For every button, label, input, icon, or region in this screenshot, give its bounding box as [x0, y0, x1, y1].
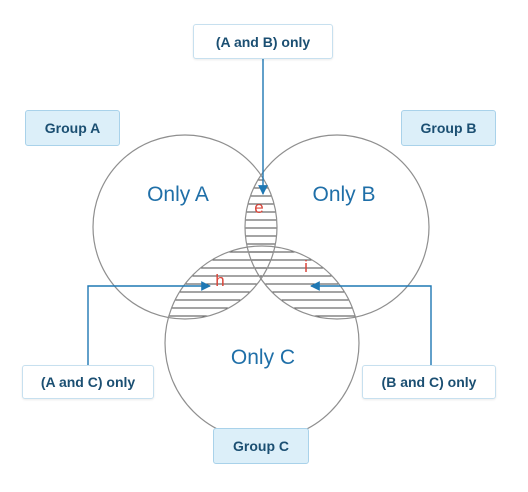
region-h-letter: h — [215, 271, 224, 290]
arrow-ac — [87, 281, 211, 366]
only-c-label: Only C — [231, 346, 295, 369]
circle-b — [244, 134, 430, 320]
group-a-box: Group A — [25, 110, 120, 146]
group-c-box: Group C — [213, 428, 309, 464]
region-i-letter: i — [304, 257, 308, 276]
callout-a-and-c-only: (A and C) only — [22, 365, 154, 399]
circle-a — [92, 134, 278, 320]
arrow-bc — [310, 281, 432, 366]
region-e-letter: e — [254, 198, 263, 217]
callout-b-and-c-only: (B and C) only — [362, 365, 496, 399]
group-b-box: Group B — [401, 110, 496, 146]
callout-a-and-b-only: (A and B) only — [193, 24, 333, 59]
only-b-label: Only B — [312, 183, 375, 206]
only-a-label: Only A — [147, 183, 209, 206]
